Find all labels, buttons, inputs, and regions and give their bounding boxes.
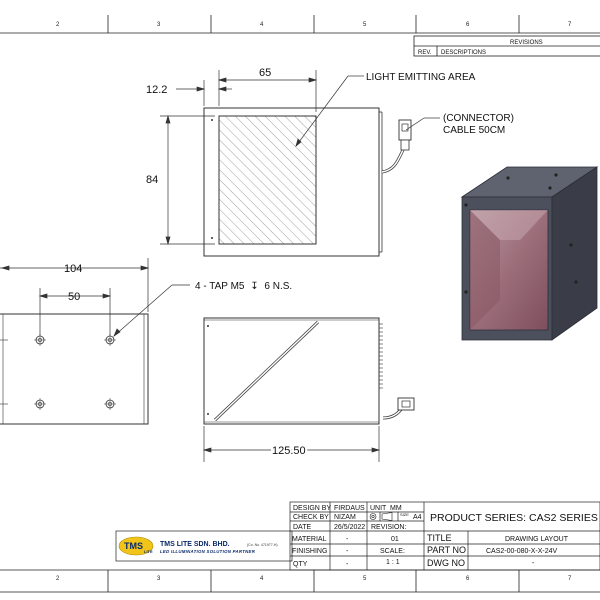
top-view bbox=[0, 313, 149, 425]
dim-area-height: 84 bbox=[146, 174, 158, 186]
zone-label-top: 2 bbox=[56, 22, 60, 28]
title-block bbox=[115, 501, 600, 571]
revisions-col-desc: DESCRIPTIONS bbox=[441, 50, 486, 56]
material-value: - bbox=[346, 536, 349, 543]
company-tagline: LED ILLUMINATION SOLUTION PARTNER bbox=[160, 549, 256, 554]
finishing-label: FINISHING bbox=[292, 548, 327, 555]
material-label: MATERIAL bbox=[292, 536, 327, 543]
design-by-label: DESIGN BY bbox=[293, 505, 331, 512]
tap-hole-icon bbox=[34, 398, 46, 410]
light-emitting-area bbox=[218, 115, 317, 245]
zone-label-bottom: 2 bbox=[56, 576, 60, 582]
side-view bbox=[203, 317, 415, 425]
note-tap-prefix: 4 - TAP M5 bbox=[195, 281, 245, 292]
dim-hole-spacing: 50 bbox=[68, 291, 80, 303]
note-tap: 4 - TAP M5 ↧ 6 N.S. bbox=[195, 281, 292, 292]
note-light-emitting-area: LIGHT EMITTING AREA bbox=[366, 72, 476, 83]
note-tap-suffix: 6 N.S. bbox=[264, 281, 292, 292]
revisions-col-rev: REV. bbox=[418, 50, 432, 56]
dim-area-width: 65 bbox=[259, 67, 271, 79]
date-value: 26/5/2022 bbox=[334, 524, 365, 531]
qty-label: QTY bbox=[293, 561, 308, 568]
company-logo-text: TMS bbox=[124, 541, 143, 551]
dim-length: 125.50 bbox=[272, 445, 306, 457]
projection-symbol-icon bbox=[369, 512, 393, 521]
finishing-value: - bbox=[346, 548, 349, 555]
company-logo-icon bbox=[118, 536, 154, 556]
connector-icon bbox=[397, 397, 415, 411]
zone-label-bottom: 6 bbox=[466, 576, 470, 582]
dim-offset-x: 12.2 bbox=[146, 84, 167, 96]
zone-label-bottom: 3 bbox=[157, 576, 161, 582]
top-view-dimensions bbox=[0, 258, 150, 336]
revision-label: REVISION: bbox=[371, 524, 406, 531]
tap-hole-icon bbox=[104, 398, 116, 410]
check-by-label: CHECK BY bbox=[293, 514, 329, 521]
part-no-label: PART NO bbox=[427, 545, 466, 555]
zone-label-bottom: 7 bbox=[568, 576, 572, 582]
check-by-value: NIZAM bbox=[334, 514, 356, 521]
title-value: DRAWING LAYOUT bbox=[505, 536, 569, 543]
zone-label-top: 5 bbox=[363, 22, 367, 28]
leader-lines bbox=[113, 75, 440, 337]
note-connector: (CONNECTOR) bbox=[443, 113, 514, 124]
company-name: TMS LITE SDN. BHD. bbox=[160, 541, 230, 548]
design-by-value: FIRDAUS bbox=[334, 505, 365, 512]
zone-label-bottom: 5 bbox=[363, 576, 367, 582]
scale-label: SCALE: bbox=[380, 548, 405, 555]
side-view-dimensions bbox=[202, 426, 381, 462]
zone-label-top: 6 bbox=[466, 22, 470, 28]
unit-value: MM bbox=[390, 505, 402, 512]
connector-icon bbox=[398, 119, 412, 141]
dwg-no-value: - bbox=[532, 560, 535, 567]
company-reg: (Co. No. 471977-H) bbox=[247, 543, 278, 547]
revision-value: 01 bbox=[391, 536, 399, 543]
dim-total-width: 104 bbox=[64, 263, 82, 275]
note-cable: CABLE 50CM bbox=[443, 125, 505, 136]
revisions-table: REVISIONS REV. DESCRIPTIONS bbox=[413, 35, 600, 57]
size-value: A4 bbox=[413, 514, 422, 521]
company-logo-sub: LITE bbox=[144, 549, 153, 554]
unit-label: UNIT bbox=[370, 505, 387, 512]
qty-value: - bbox=[346, 561, 349, 568]
isometric-view bbox=[460, 166, 599, 341]
dwg-no-label: DWG NO bbox=[427, 558, 465, 568]
date-label: DATE bbox=[293, 524, 311, 531]
zone-label-top: 3 bbox=[157, 22, 161, 28]
revisions-title: REVISIONS bbox=[510, 40, 543, 46]
company-block: TMS LITE TMS LITE SDN. BHD. (Co. No. 471… bbox=[118, 536, 278, 556]
front-view bbox=[203, 107, 412, 257]
product-series: PRODUCT SERIES: CAS2 SERIES bbox=[430, 512, 598, 524]
front-view-dimensions bbox=[160, 70, 318, 246]
part-no-value: CAS2-00-080-X-X-24V bbox=[486, 548, 558, 555]
depth-symbol-icon: ↧ bbox=[250, 281, 258, 292]
scale-value: 1 : 1 bbox=[386, 559, 400, 566]
size-label: SIZE bbox=[400, 512, 409, 517]
heatsink-fins bbox=[379, 323, 383, 389]
zone-label-bottom: 4 bbox=[260, 576, 264, 582]
zone-label-top: 7 bbox=[568, 22, 572, 28]
title-label: TITLE bbox=[427, 533, 452, 543]
zone-label-top: 4 bbox=[260, 22, 264, 28]
